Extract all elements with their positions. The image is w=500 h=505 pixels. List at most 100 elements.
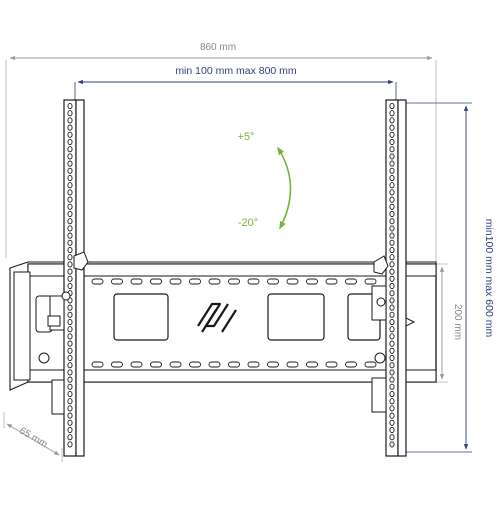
mount-hole — [67, 110, 73, 117]
plate-slot — [306, 278, 318, 285]
mount-hole — [389, 434, 395, 441]
mount-hole — [389, 290, 395, 297]
mount-hole — [389, 333, 395, 340]
mount-hole — [389, 167, 395, 174]
plate-slot — [150, 361, 162, 368]
tilt-up-label: +5° — [238, 131, 255, 143]
plate-slot — [325, 361, 338, 368]
plate-slot — [306, 361, 318, 368]
mount-hole — [389, 390, 395, 398]
mount-hole — [67, 354, 73, 362]
mount-hole — [67, 261, 73, 268]
mount-hole — [67, 138, 73, 146]
plate-slot — [286, 361, 299, 368]
plate-slot — [208, 278, 221, 285]
mount-hole — [389, 225, 395, 232]
plate-slot — [111, 278, 123, 285]
mount-hole — [67, 124, 73, 131]
mount-hole — [389, 340, 395, 347]
plate-slot — [169, 361, 182, 368]
mount-hole — [67, 232, 73, 239]
mount-hole — [389, 189, 395, 196]
mount-hole — [67, 160, 73, 167]
mount-hole — [389, 210, 395, 218]
mount-hole — [67, 326, 73, 333]
vertical-spacing-label: min100 mm max 600 mm — [483, 219, 495, 338]
plate-slot — [111, 361, 123, 368]
plate-slot — [228, 278, 240, 285]
mount-hole — [389, 261, 395, 268]
plate-slot — [228, 361, 240, 368]
mount-hole — [389, 153, 395, 160]
plate-slot — [189, 361, 201, 368]
mount-hole — [67, 333, 73, 340]
mount-hole — [67, 102, 73, 110]
mount-hole — [67, 182, 73, 189]
mount-hole — [67, 311, 73, 318]
mount-hole — [389, 239, 395, 246]
mount-hole — [67, 210, 73, 218]
mount-hole — [67, 347, 73, 354]
plate-height-label: 200 mm — [452, 304, 463, 340]
mount-hole — [389, 347, 395, 354]
plate-slot — [130, 278, 143, 285]
mount-hole — [389, 124, 395, 131]
mount-hole — [67, 441, 73, 448]
mount-hole — [389, 196, 395, 203]
depth-dimension: 65 mm — [3, 412, 63, 462]
mount-hole — [67, 189, 73, 196]
plate-slot — [91, 361, 104, 368]
mount-hole — [389, 160, 395, 167]
plate-slot — [130, 361, 143, 368]
mount-hole — [389, 405, 395, 412]
plate-slot — [364, 278, 377, 285]
plate-cutout — [113, 293, 169, 341]
vertical-spacing-dimension: min100 mm max 600 mm — [404, 102, 495, 453]
mount-hole — [389, 376, 395, 383]
mount-hole — [67, 362, 73, 369]
mount-hole — [67, 405, 73, 412]
plate-slot — [364, 361, 377, 368]
mount-hole — [67, 282, 73, 290]
overall-width-label: 860 mm — [200, 42, 236, 53]
mount-hole — [67, 246, 73, 254]
mount-hole — [389, 218, 395, 225]
mount-hole — [389, 110, 395, 117]
mount-hole — [389, 138, 395, 146]
mount-hole — [389, 246, 395, 254]
mount-hole — [67, 426, 73, 434]
tilt-down-label: -20° — [238, 217, 258, 229]
mount-hole — [389, 254, 395, 261]
left-arm-holes — [67, 102, 73, 448]
plate-slot — [91, 278, 104, 285]
plate-slot — [267, 361, 279, 368]
mount-hole — [389, 441, 395, 448]
mount-hole — [389, 117, 395, 124]
mount-hole — [67, 146, 73, 153]
mount-hole — [67, 167, 73, 174]
plate-slot — [247, 361, 260, 368]
mount-hole — [389, 131, 395, 138]
mount-hole — [389, 311, 395, 318]
mount-hole — [67, 369, 73, 376]
wall-plate — [9, 261, 437, 391]
overall-width-dimension: 860 mm — [5, 42, 437, 262]
right-arm-holes — [389, 102, 395, 448]
mount-hole — [67, 419, 73, 426]
mount-hole — [389, 383, 395, 390]
top-slots — [91, 278, 377, 285]
plate-slot — [325, 278, 338, 285]
mount-hole — [67, 268, 73, 275]
plate-slot — [267, 278, 279, 285]
mount-hole — [67, 340, 73, 347]
left-bracket-arm — [47, 99, 89, 457]
mount-hole — [389, 102, 395, 110]
mount-hole — [389, 182, 395, 189]
mount-hole — [67, 275, 73, 282]
mount-hole — [67, 174, 73, 182]
mount-hole — [67, 239, 73, 246]
mount-hole — [389, 268, 395, 275]
mount-hole — [67, 254, 73, 261]
